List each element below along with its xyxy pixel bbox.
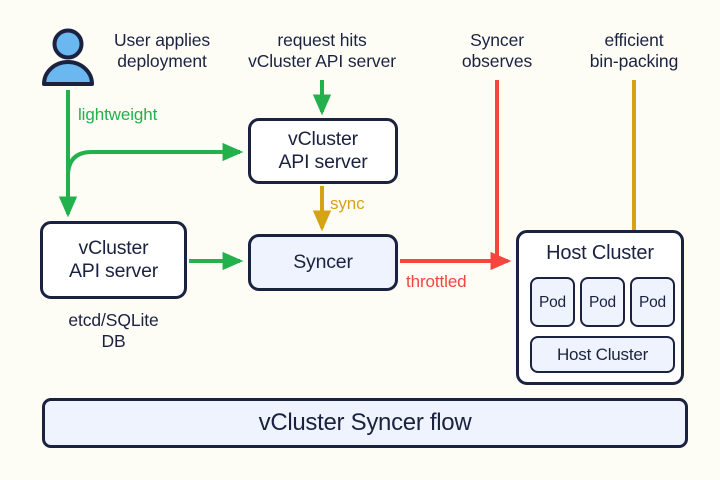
node-syncer[interactable]: Syncer [248,234,398,291]
caption-efficient-bin-packing: efficient bin-packing [589,30,679,71]
pod-box-3[interactable]: Pod [630,277,675,327]
caption-request-hits-api-server: request hits vCluster API server [248,30,396,71]
note-etcd-sqlite-db: etcd/SQLite DB [68,310,159,351]
host-cluster-inner-bar[interactable]: Host Cluster [530,336,675,373]
host-cluster-title: Host Cluster [546,242,654,264]
edge-label-sync: sync [330,194,365,213]
node-host-cluster[interactable]: Host Cluster Pod Pod Pod Host Cluster [516,230,684,385]
edge-lightweight-branch [66,142,244,177]
caption-user-applies-deployment: User applies deployment [113,30,211,71]
pod-box-2[interactable]: Pod [580,277,625,327]
node-vcluster-api-server-top[interactable]: vCluster API server [248,118,398,184]
pod-box-1[interactable]: Pod [530,277,575,327]
edge-label-lightweight: lightweight [78,105,158,124]
edge-label-throttled: throttled [406,272,467,291]
diagram-title-banner: vCluster Syncer flow [42,398,688,448]
node-vcluster-api-server-left[interactable]: vCluster API server [40,221,187,299]
person-icon [42,28,94,86]
caption-syncer-observes: Syncer observes [461,30,533,71]
